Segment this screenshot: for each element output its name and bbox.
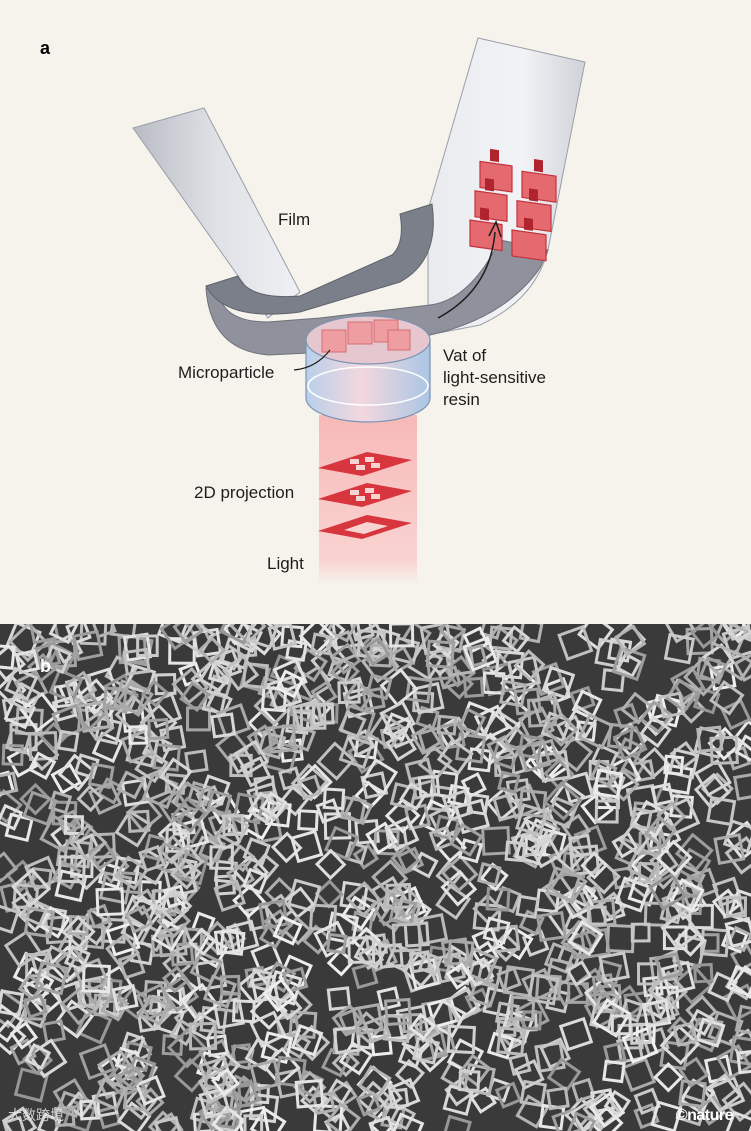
sem-image-microparticles <box>0 624 751 1131</box>
watermark: 大数跨境 <box>8 1105 64 1125</box>
particle-hole-2 <box>534 159 543 172</box>
panel-b-letter: b <box>40 656 51 677</box>
particle-1 <box>480 161 512 191</box>
film-label: Film <box>278 209 310 230</box>
light-label: Light <box>267 553 304 574</box>
particle-hole-1 <box>490 149 499 162</box>
panel-a-schematic: a Film Microparticle Vat of light-sensit… <box>0 0 751 624</box>
schematic-illustration <box>0 0 751 624</box>
particle-3 <box>475 191 507 221</box>
vat-label-line2: light-sensitive <box>443 367 546 388</box>
particle-6 <box>512 230 546 261</box>
projection-label: 2D projection <box>194 482 294 503</box>
panel-b-micrograph: b 大数跨境 ©nature <box>0 624 751 1131</box>
cube-texture <box>0 624 751 1131</box>
vat-label-line1: Vat of <box>443 345 486 366</box>
particle-4 <box>517 201 551 232</box>
particle-hole-5 <box>480 207 489 220</box>
panel-a-letter: a <box>40 38 50 59</box>
particle-hole-6 <box>524 218 533 231</box>
particle-hole-4 <box>529 188 538 201</box>
particle-hole-3 <box>485 178 494 191</box>
particle-2 <box>522 171 556 202</box>
nature-credit: ©nature <box>676 1107 733 1125</box>
microparticle-label: Microparticle <box>178 362 274 383</box>
vat-label-line3: resin <box>443 389 480 410</box>
